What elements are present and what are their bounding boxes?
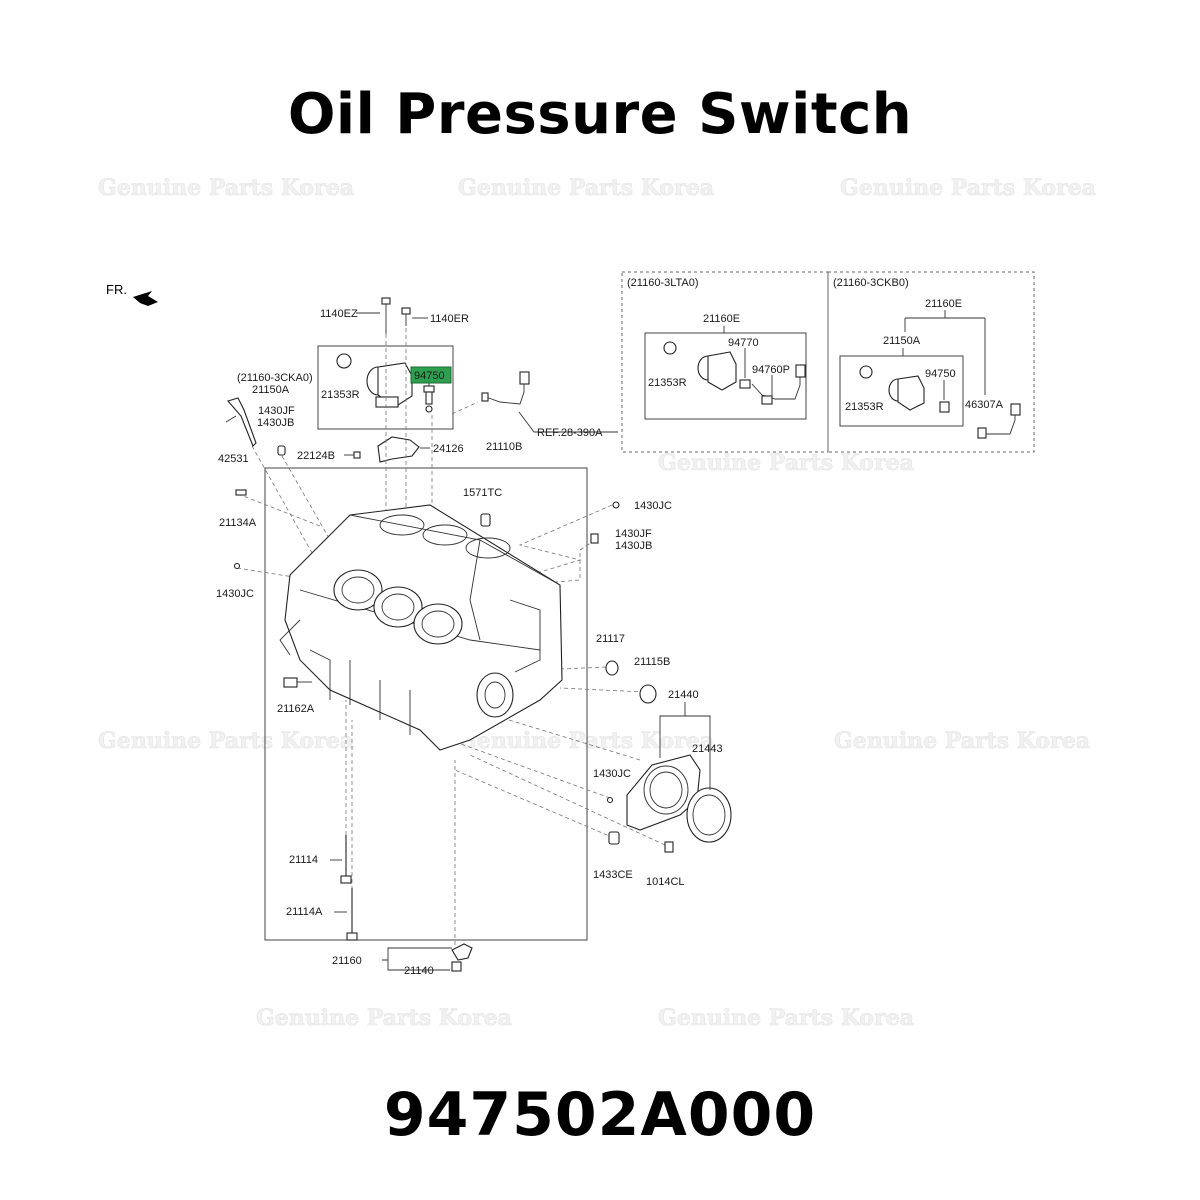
variant-3LTA0-parts [663, 341, 806, 405]
label-1430JF: 1430JF [615, 528, 652, 540]
label-21160E: 21160E [925, 298, 962, 310]
label-21150A: 21150A [252, 384, 290, 396]
label-21117: 21117 [596, 633, 625, 645]
block-assembly-box [264, 467, 588, 941]
label-22124B: 22124B [297, 450, 335, 462]
label-21440: 21440 [668, 689, 699, 701]
watermark: Genuine Parts Korea [834, 728, 1090, 754]
watermark: Genuine Parts Korea [98, 728, 354, 754]
label-21134A: 21134A [219, 517, 257, 529]
label-1430JF: 1430JF [258, 405, 295, 417]
label-21353R: 21353R [845, 401, 884, 413]
front-direction-indicator: FR. [106, 282, 158, 306]
label-94760P: 94760P [752, 364, 790, 376]
watermark: Genuine Parts Korea [458, 728, 714, 754]
watermark: Genuine Parts Korea [658, 1005, 914, 1031]
bracket-24126 [377, 436, 420, 463]
bolt-21114A [346, 888, 358, 941]
label-21160E: 21160E [703, 313, 740, 325]
label-1430JB: 1430JB [615, 540, 652, 552]
watermark: Genuine Parts Korea [256, 1005, 512, 1031]
watermark: Genuine Parts Korea [658, 450, 914, 476]
label-21140: 21140 [404, 965, 434, 977]
part-number: 947502A000 [383, 1080, 817, 1150]
label-21160: 21160 [332, 955, 362, 967]
watermark: Genuine Parts Korea [458, 175, 714, 201]
watermark-layer: Genuine Parts Korea Genuine Parts Korea … [98, 175, 1097, 1032]
label-21114: 21114 [289, 854, 318, 866]
label-46307A: 46307A [965, 399, 1004, 411]
watermark: Genuine Parts Korea [98, 175, 354, 201]
bolt-1140ER [401, 307, 411, 326]
label-21110B: 21110B [486, 441, 522, 453]
rear-oil-seal-case [626, 754, 732, 843]
watermark: Genuine Parts Korea [840, 175, 1096, 201]
label-21443: 21443 [692, 743, 723, 755]
label-1014CL: 1014CL [646, 876, 685, 888]
label-1140EZ: 1140EZ [320, 308, 358, 320]
front-label: FR. [106, 282, 127, 297]
plug-21160 [451, 943, 473, 961]
page-title: Oil Pressure Switch [287, 82, 913, 147]
label-1571TC: 1571TC [463, 487, 502, 499]
label-21115B: 21115B [634, 656, 670, 668]
bolt-1140EZ [381, 297, 391, 334]
label-1430JB: 1430JB [257, 417, 294, 429]
front-arrow-icon [133, 291, 158, 306]
variant-box-3LTA0 [621, 271, 829, 453]
label-21353R: 21353R [648, 377, 687, 389]
label-1430JC: 1430JC [216, 588, 254, 600]
bracket-assembly-box [317, 345, 454, 430]
label-1140ER: 1140ER [430, 313, 469, 325]
label-24126: 24126 [433, 443, 464, 455]
bolt-21114 [340, 835, 352, 884]
label-ref-28-390A: REF.28-390A [537, 427, 603, 439]
wire-harness-main [481, 371, 530, 405]
label-94750-highlighted: 94750 [414, 370, 445, 382]
label-21160-3CKB0: (21160-3CKB0) [833, 277, 909, 289]
label-94750: 94750 [925, 368, 956, 380]
dipstick-guide-42531 [227, 397, 257, 447]
variant-3CKB0-parts [859, 365, 1021, 439]
label-21114A: 21114A [286, 906, 323, 918]
label-42531: 42531 [218, 453, 249, 465]
highlight-94750 [410, 366, 452, 384]
bracket-21150A [336, 353, 435, 413]
label-1433CE: 1433CE [593, 869, 633, 881]
label-21160-3LTA0: (21160-3LTA0) [627, 277, 699, 289]
label-21353R: 21353R [321, 389, 360, 401]
label-1430JC: 1430JC [634, 500, 672, 512]
label-21160-3CKA0: (21160-3CKA0) [237, 372, 313, 384]
variant-box-3CKB0 [827, 271, 1035, 453]
label-21150A: 21150A [883, 335, 921, 347]
label-21162A: 21162A [277, 703, 315, 715]
label-94770: 94770 [728, 337, 759, 349]
label-1430JC: 1430JC [593, 768, 631, 780]
callout-labels: 1140EZ 1140ER (21160-3CKA0) 21150A 94750… [216, 277, 1004, 977]
cylinder-block [279, 504, 563, 751]
